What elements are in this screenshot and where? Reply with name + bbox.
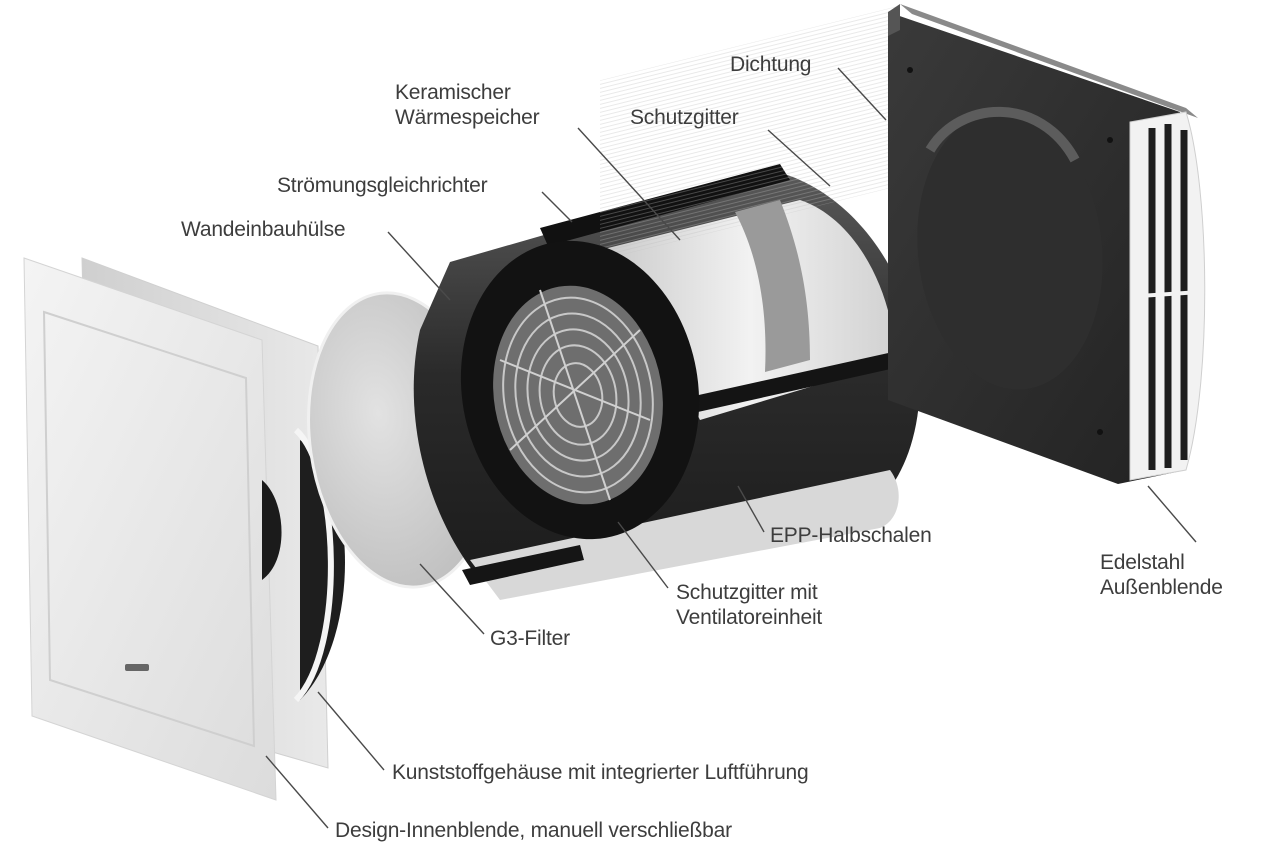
label-design-innenblende: Design-Innenblende, manuell verschließba… <box>335 819 732 842</box>
fan-guard-grille <box>493 285 663 505</box>
label-g3-filter: G3-Filter <box>490 627 570 650</box>
design-inner-cover-panel <box>23 257 282 801</box>
label-kunststoffgehaeuse: Kunststoffgehäuse mit integrierter Luftf… <box>392 761 809 784</box>
label-edelstahl-aussenblende: Edelstahl Außenblende <box>1100 551 1223 599</box>
label-wandeinbauhuelse: Wandeinbauhülse <box>181 218 346 241</box>
label-epp-halbschalen: EPP-Halbschalen <box>770 524 932 547</box>
label-dichtung: Dichtung <box>730 53 812 76</box>
wall-sleeve-cylinder <box>413 5 922 600</box>
label-schutzgitter: Schutzgitter <box>630 106 739 129</box>
label-keramischer-waermespeicher: Keramischer Wärmespeicher <box>395 81 540 129</box>
label-schutzgitter-ventilatoreinheit: Schutzgitter mit Ventilatoreinheit <box>676 581 823 629</box>
stainless-outer-cover <box>888 4 1206 484</box>
leader-lines <box>265 67 1197 829</box>
label-stroemungsgleichrichter: Strömungsgleichrichter <box>277 174 488 197</box>
